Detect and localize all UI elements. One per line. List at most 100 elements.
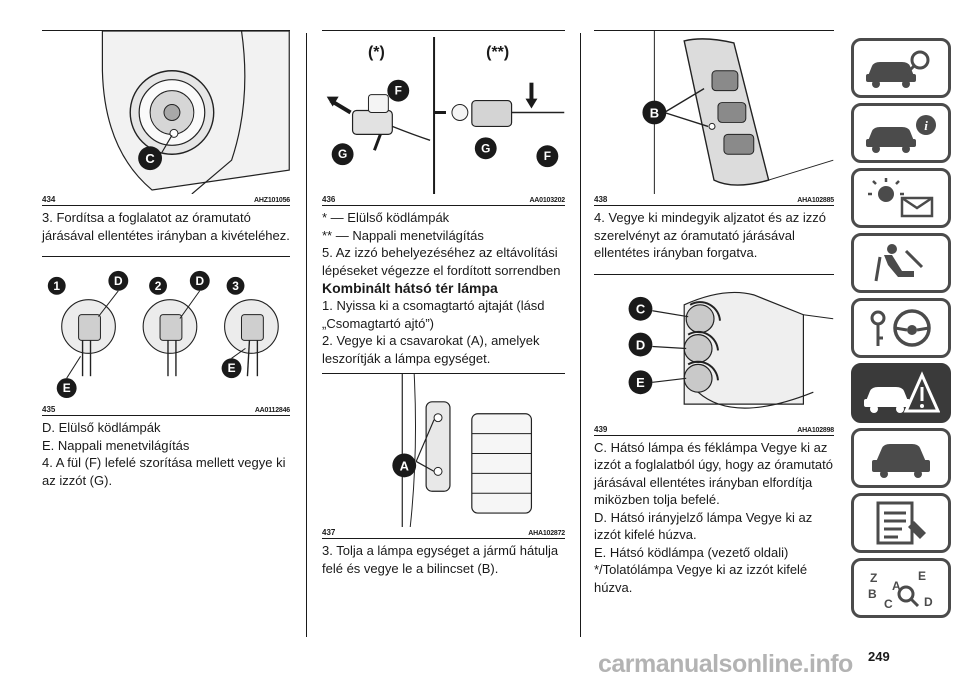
svg-text:D: D [924,595,933,609]
tab-specs-document[interactable] [851,493,951,553]
figure-code: AA0112846 [254,407,290,414]
figure-caption-436: 436 AA0103202 [322,194,565,206]
figure-caption-437: 437 AHA102872 [322,527,565,539]
svg-text:B: B [868,587,877,601]
seat-airbag-icon [874,244,924,282]
tab-car-search[interactable] [851,38,951,98]
label-e: E [636,375,645,390]
svg-text:E: E [918,569,926,583]
tab-car-service[interactable] [851,428,951,488]
figure-caption-439: 439 AHA102898 [594,424,834,436]
paragraph: 3. Fordítsa a foglalatot az óramutató já… [42,210,290,243]
tab-seat-airbag[interactable] [851,233,951,293]
column-1: C 434 AHZ101056 3. Fordítsa a foglalatot… [42,30,290,489]
car-info-icon: i [866,115,936,153]
text-block-step3-rear: 3. Tolja a lámpa egységet a jármű hátulj… [322,542,565,577]
tab-car-info[interactable]: i [851,103,951,163]
figure-435: 1 D 2 D 3 E E [42,256,290,404]
figure-434: C [42,30,290,194]
label-g: G [481,141,490,155]
tab-key-steering[interactable] [851,298,951,358]
svg-text:i: i [924,118,928,133]
label-g: G [338,147,347,161]
svg-text:A: A [892,579,901,593]
label-b: B [650,105,659,120]
tab-warning-lights[interactable] [851,168,951,228]
label-single-asterisk: (*) [368,44,385,61]
warning-lights-icon [868,178,934,218]
label-d: D [636,337,645,352]
paragraph: 3. Tolja a lámpa egységet a jármű hátulj… [322,543,559,576]
legend-item: */Tolatólámpa Vegye ki az izzót kifelé h… [594,562,808,595]
label-e: E [63,381,71,395]
figure-code: AA0103202 [529,197,565,204]
rear-lamp-screws-illustration: A [392,374,533,527]
car-search-icon [866,50,930,88]
label-3: 3 [232,279,239,293]
figure-number: 434 [42,195,56,204]
label-double-asterisk: (**) [486,44,509,61]
label-d: D [114,274,123,288]
paragraph: 5. Az izzó behelyezéséhez az eltávolítás… [322,245,561,278]
alphabet-index-icon: Z E B CA D [868,569,933,610]
figure-caption-434: 434 AHZ101056 [42,194,290,206]
legend-item: D. Hátsó irányjelző lámpa Vegye ki az iz… [594,509,813,543]
legend-item: ** — Nappali menetvilágítás [322,227,484,243]
paragraph: 2. Vegye ki a csavarokat (A), amelyek le… [322,333,540,366]
fog-lamp-sequence-illustration: 1 D 2 D 3 E E [47,270,279,399]
rear-lamp-clip-illustration: B [642,31,834,194]
figure-439: C D E [594,273,834,424]
figure-number: 435 [42,405,56,414]
legend-item: D. Elülső ködlámpák [42,420,161,435]
legend-item: C. Hátsó lámpa és féklámpa Vegye ki az i… [594,439,833,508]
label-d: D [195,274,204,288]
label-a: A [400,458,409,473]
text-block-legend-439: C. Hátsó lámpa és féklámpa Vegye ki az i… [594,439,834,597]
paragraph: 4. Vegye ki mindegyik aljzatot és az izz… [594,210,826,260]
figure-number: 437 [322,528,336,537]
figure-caption-438: 438 AHA102885 [594,194,834,206]
rear-lamp-sockets-illustration: C D E [628,291,834,409]
car-breakdown-icon [864,371,940,413]
svg-text:Z: Z [870,571,877,585]
figure-number: 438 [594,195,608,204]
tab-car-breakdown[interactable] [851,363,951,423]
bulb-removal-illustration: (*) (**) F F G G [326,36,565,194]
section-heading: Kombinált hátsó tér lámpa [322,280,498,296]
car-service-icon [872,444,930,478]
column-separator-2 [580,33,581,637]
figure-number: 439 [594,424,608,434]
svg-text:C: C [884,597,893,610]
figure-438: B [594,30,834,194]
figure-code: AHZ101056 [254,197,290,204]
key-steering-icon [870,309,931,347]
label-f: F [544,149,551,163]
column-3: B 438 AHA102885 4. Vegye ki mindegyik al… [594,30,834,596]
figure-code: AHA102898 [797,426,834,434]
label-e: E [228,361,236,375]
figure-436: (*) (**) F F G G [322,30,565,194]
figure-code: AHA102872 [528,530,565,537]
figure-code: AHA102885 [797,197,834,204]
label-c: C [636,301,645,316]
column-2: (*) (**) F F G G [322,30,565,577]
paragraph: 4. A fül (F) lefelé szorítása mellett ve… [42,455,286,488]
text-block-step4: 4. Vegye ki mindegyik aljzatot és az izz… [594,209,834,262]
page-number: 249 [868,649,890,664]
text-block-legend-436: * — Elülső ködlámpák ** — Nappali menetv… [322,209,565,367]
legend-item: E. Hátsó ködlámpa (vezető oldali) [594,544,789,560]
specs-document-icon [876,501,926,545]
paragraph: 1. Nyissa ki a csomagtartó ajtaját (lásd… [322,298,545,331]
watermark: carmanualsonline.info [598,650,853,678]
label-1: 1 [53,279,60,293]
figure-caption-435: 435 AA0112846 [42,404,290,416]
fog-lamp-housing-illustration: C [101,31,290,194]
figure-number: 436 [322,195,336,204]
label-c: C [145,151,154,166]
legend-item: E. Nappali menetvilágítás [42,437,190,453]
text-block-step3: 3. Fordítsa a foglalatot az óramutató já… [42,209,290,244]
text-block-legend-435: D. Elülső ködlámpák E. Nappali menetvilá… [42,419,290,489]
legend-item: * — Elülső ködlámpák [322,210,450,225]
label-f: F [395,84,402,98]
